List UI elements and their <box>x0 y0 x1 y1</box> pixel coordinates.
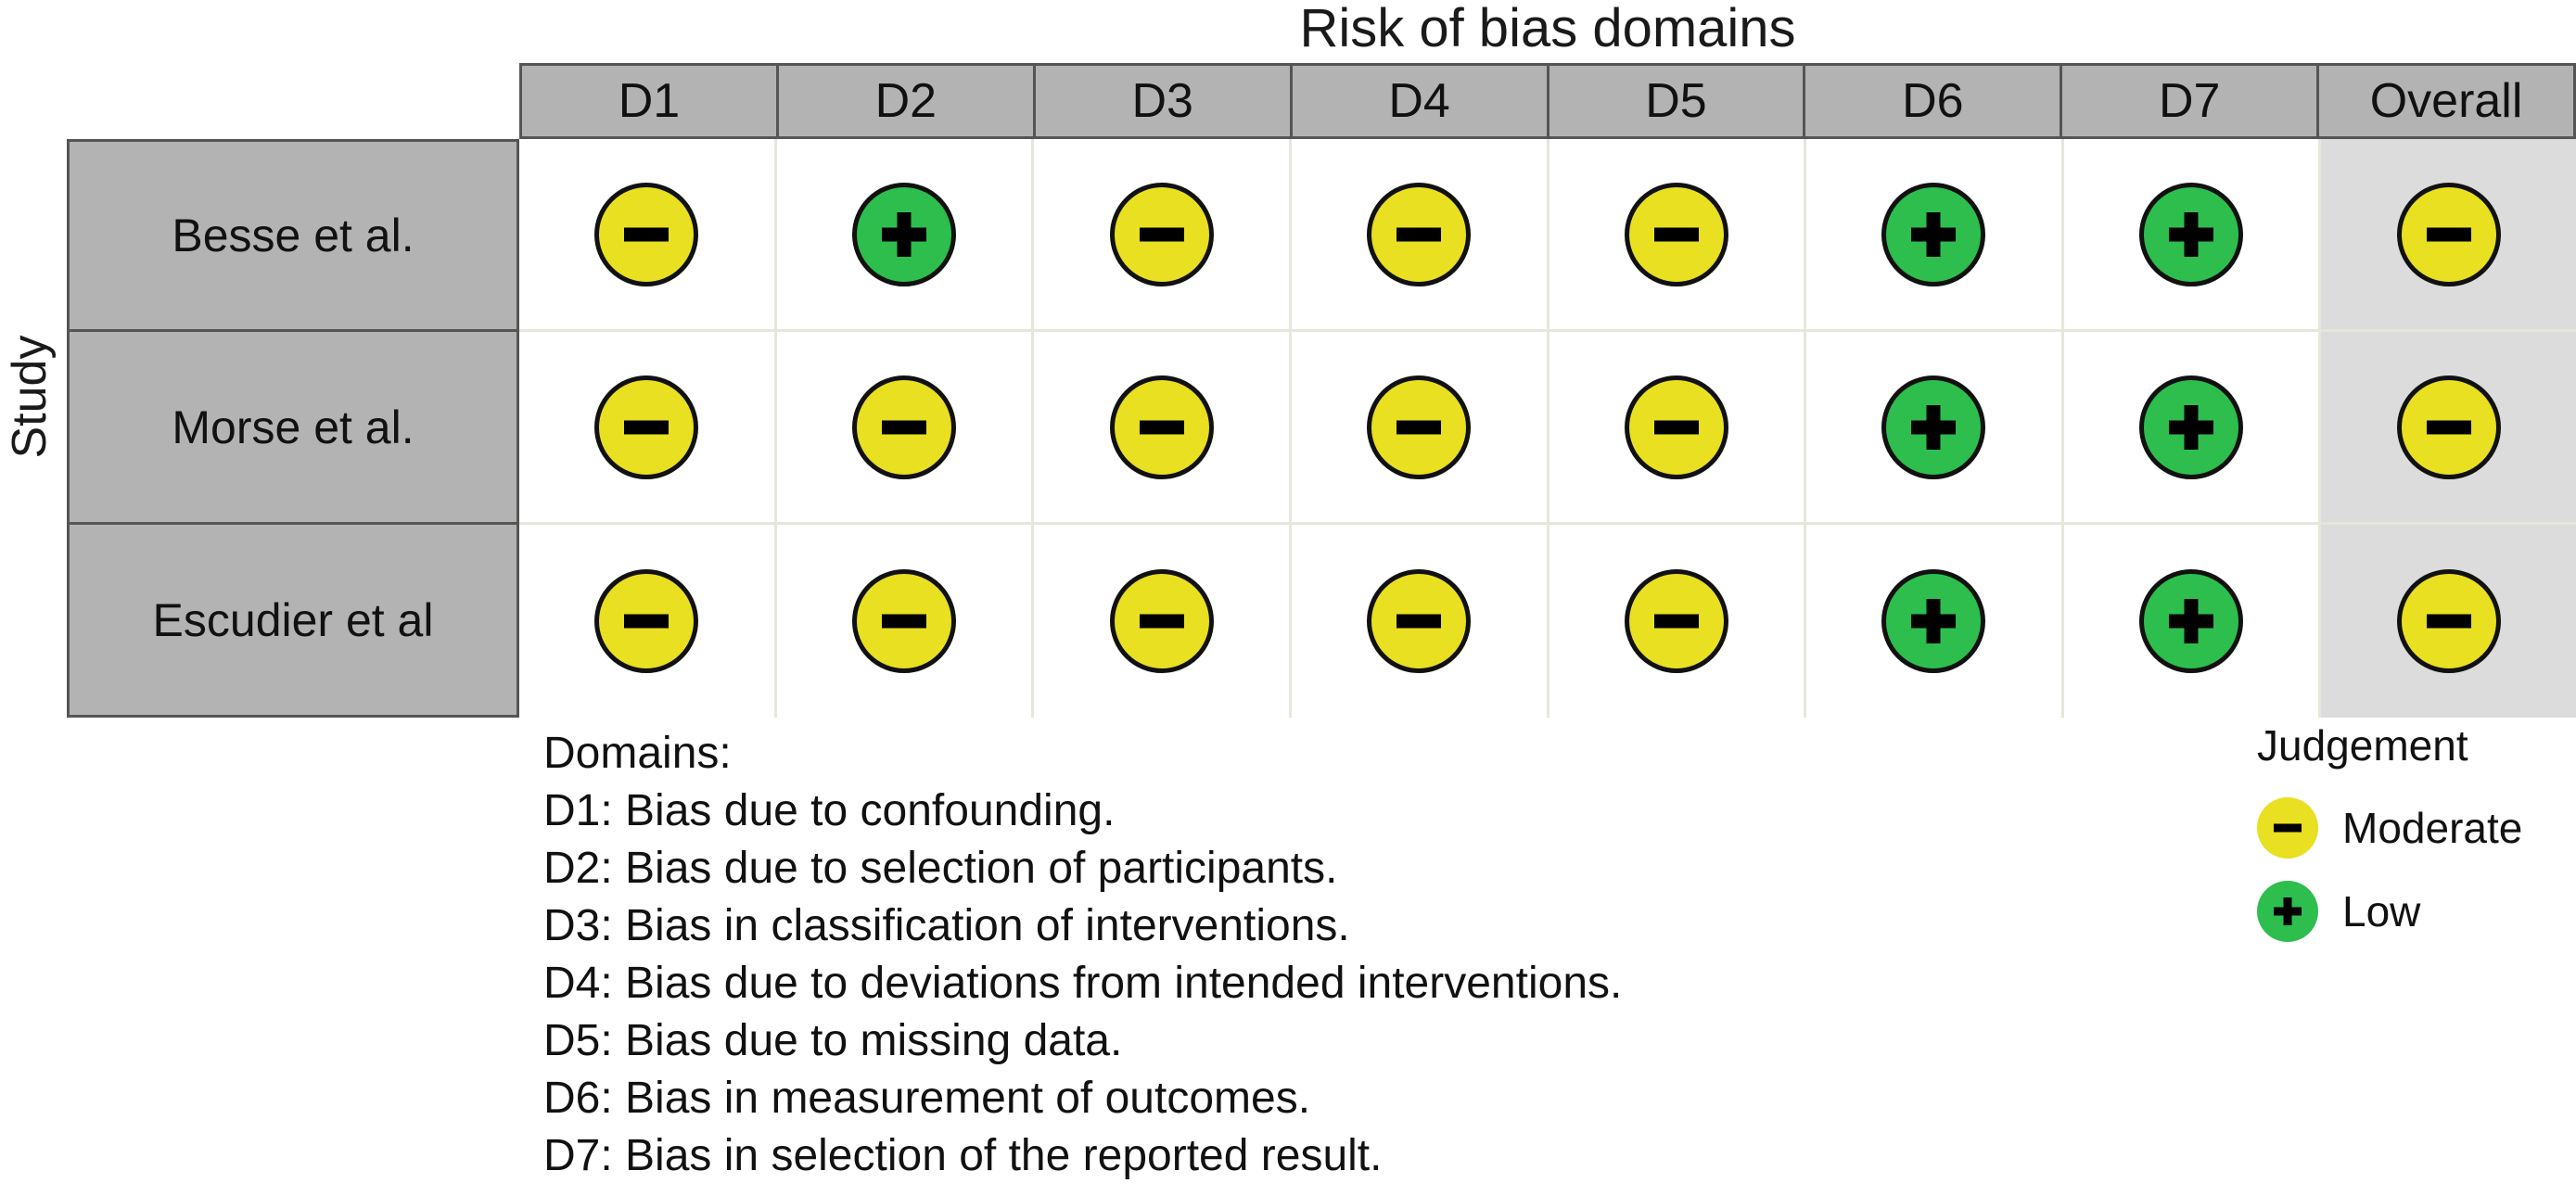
judgement-moderate-icon <box>1367 569 1472 673</box>
domain-description-d1: D1: Bias due to confounding. <box>543 786 1116 835</box>
domain-description-d5: D5: Bias due to missing data. <box>543 1016 1123 1065</box>
column-header-overall: Overall <box>2316 63 2576 139</box>
column-header-d1: D1 <box>519 63 779 139</box>
domains-legend: Domains: D1: Bias due to confounding. D2… <box>543 725 1622 1185</box>
judgement-moderate-icon <box>1109 182 1214 286</box>
judgement-moderate-icon <box>594 375 699 479</box>
column-header-d7: D7 <box>2060 63 2320 139</box>
table-header-row: D1 D2 D3 D4 D5 D6 D7 Overall <box>519 63 2576 139</box>
domain-description-d3: D3: Bias in classification of interventi… <box>543 901 1350 950</box>
column-header-d3: D3 <box>1032 63 1293 139</box>
judgement-moderate-icon <box>2257 797 2318 859</box>
column-header-d6: D6 <box>1803 63 2063 139</box>
judgement-cell-d2 <box>776 332 1035 525</box>
table-row: Besse et al. <box>67 139 2576 332</box>
judgement-cell-d5 <box>1549 525 1807 718</box>
risk-of-bias-table: D1 D2 D3 D4 D5 D6 D7 Overall Besse et al… <box>67 63 2576 718</box>
judgement-legend-heading: Judgement <box>2257 721 2468 770</box>
judgement-cell-d4 <box>1291 139 1549 332</box>
judgement-low-icon <box>2139 375 2244 479</box>
judgement-cell-d7 <box>2063 525 2322 718</box>
judgement-low-icon <box>851 182 956 286</box>
judgement-low-icon <box>2139 182 2244 286</box>
judgement-moderate-icon <box>2396 375 2501 479</box>
judgement-cell-d1 <box>519 139 777 332</box>
judgement-cell-overall <box>2321 332 2576 525</box>
judgement-low-icon <box>1881 375 1986 479</box>
domains-legend-heading: Domains: <box>543 729 732 778</box>
judgement-cell-d2 <box>776 525 1035 718</box>
judgement-cell-d6 <box>1806 139 2064 332</box>
judgement-moderate-icon <box>2396 182 2501 286</box>
table-body: Besse et al. <box>67 139 2576 718</box>
table-row: Escudier et al <box>67 522 2576 718</box>
study-label: Morse et al. <box>67 329 519 525</box>
study-label: Besse et al. <box>67 139 519 332</box>
domain-description-d7: D7: Bias in selection of the reported re… <box>543 1131 1383 1180</box>
study-label: Escudier et al <box>67 522 519 718</box>
domain-description-d6: D6: Bias in measurement of outcomes. <box>543 1074 1311 1123</box>
judgement-low-icon <box>2139 569 2244 673</box>
judgement-legend-item-low: Low <box>2257 881 2576 942</box>
domain-description-d4: D4: Bias due to deviations from intended… <box>543 959 1623 1008</box>
judgement-cell-d3 <box>1034 139 1292 332</box>
judgement-moderate-icon <box>1624 375 1728 479</box>
judgement-cell-d7 <box>2063 139 2322 332</box>
judgement-legend-item-moderate: Moderate <box>2257 797 2576 859</box>
column-header-d5: D5 <box>1546 63 1806 139</box>
judgement-cell-d3 <box>1034 332 1292 525</box>
judgement-cell-d3 <box>1034 525 1292 718</box>
judgement-cell-d6 <box>1806 332 2064 525</box>
column-header-d2: D2 <box>775 63 1036 139</box>
judgement-low-icon <box>1881 182 1986 286</box>
judgement-moderate-icon <box>1624 182 1728 286</box>
judgement-moderate-icon <box>1367 182 1472 286</box>
judgement-low-icon <box>2257 881 2318 942</box>
judgement-cell-d1 <box>519 525 777 718</box>
judgement-cell-d2 <box>776 139 1035 332</box>
page-title: Risk of bias domains <box>1299 0 1796 58</box>
domain-description-d2: D2: Bias due to selection of participant… <box>543 844 1338 893</box>
judgement-moderate-icon <box>1109 375 1214 479</box>
judgement-moderate-icon <box>1624 569 1728 673</box>
judgement-cell-overall <box>2321 139 2576 332</box>
judgement-cell-d1 <box>519 332 777 525</box>
y-axis-label: Study <box>3 335 57 459</box>
judgement-cell-d5 <box>1549 139 1807 332</box>
table-row: Morse et al. <box>67 329 2576 525</box>
judgement-moderate-icon <box>1367 375 1472 479</box>
judgement-cell-d4 <box>1291 525 1549 718</box>
column-header-d4: D4 <box>1289 63 1549 139</box>
judgement-legend-label-low: Low <box>2342 887 2421 935</box>
judgement-legend: Judgement Moderate Low <box>2257 721 2576 964</box>
judgement-cell-d5 <box>1549 332 1807 525</box>
judgement-moderate-icon <box>594 182 699 286</box>
judgement-moderate-icon <box>851 569 956 673</box>
judgement-moderate-icon <box>851 375 956 479</box>
judgement-moderate-icon <box>1109 569 1214 673</box>
judgement-cell-d7 <box>2063 332 2322 525</box>
judgement-moderate-icon <box>2396 569 2501 673</box>
judgement-legend-label-moderate: Moderate <box>2342 804 2523 852</box>
judgement-cell-d4 <box>1291 332 1549 525</box>
judgement-cell-d6 <box>1806 525 2064 718</box>
judgement-moderate-icon <box>594 569 699 673</box>
judgement-low-icon <box>1881 569 1986 673</box>
judgement-cell-overall <box>2321 525 2576 718</box>
